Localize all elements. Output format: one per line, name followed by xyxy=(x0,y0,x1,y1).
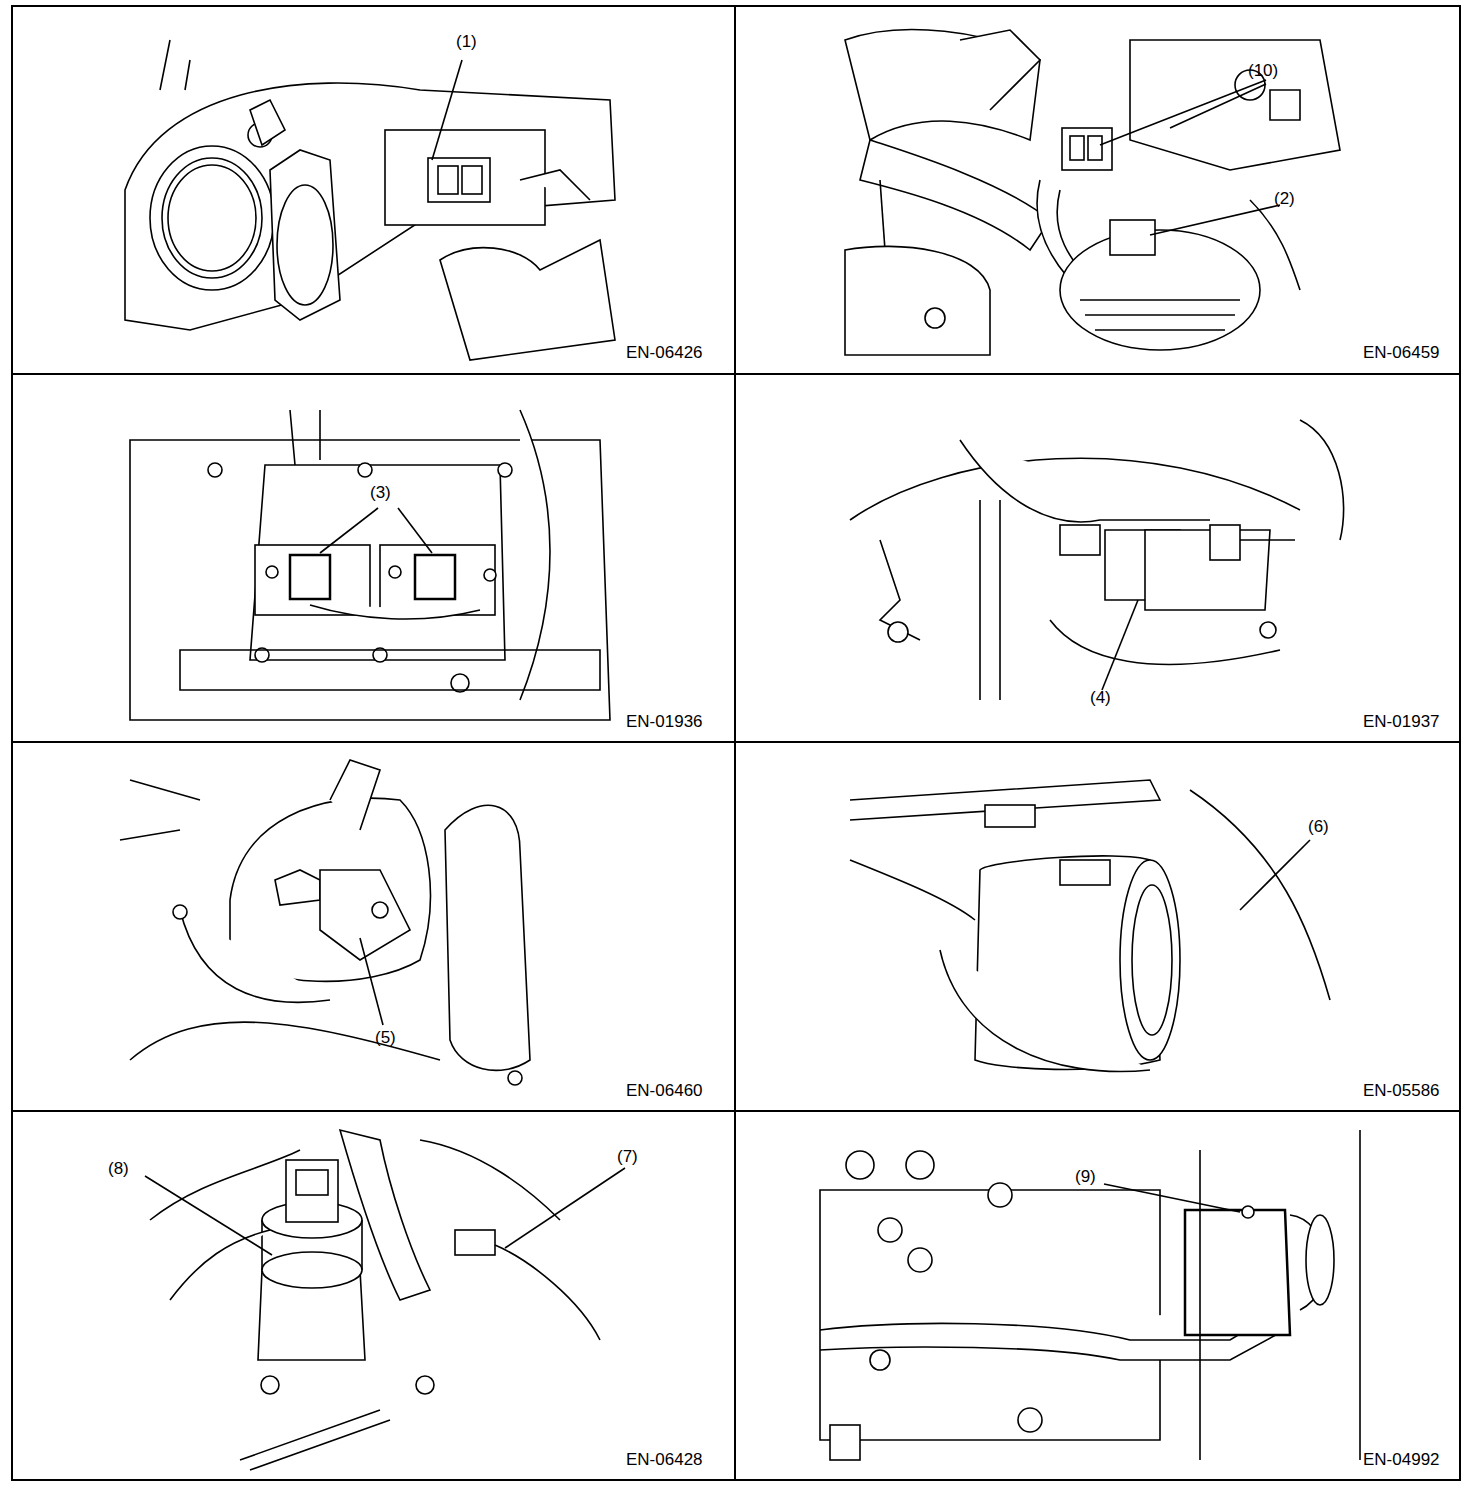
leader-line xyxy=(320,508,378,553)
leader-line xyxy=(1102,600,1138,690)
figure-code: EN-05586 xyxy=(1363,1082,1440,1099)
figure-code: EN-06459 xyxy=(1363,344,1440,361)
leader-line xyxy=(1240,840,1310,910)
callout-number: (2) xyxy=(1274,190,1295,207)
callout-number: (3) xyxy=(370,484,391,501)
figure-code: EN-04992 xyxy=(1363,1451,1440,1468)
coil-plate-sketch xyxy=(130,410,610,720)
leader-line xyxy=(1170,84,1266,128)
callout-number: (10) xyxy=(1248,62,1278,79)
block-sketch xyxy=(820,1130,1360,1460)
figure-code: EN-06460 xyxy=(626,1082,703,1099)
callout-number: (4) xyxy=(1090,689,1111,706)
callout-number: (8) xyxy=(108,1160,129,1177)
callout-number: (1) xyxy=(456,33,477,50)
leader-line xyxy=(360,938,383,1025)
leader-line xyxy=(505,1168,625,1248)
leader-line xyxy=(1100,80,1266,145)
valve-sketch xyxy=(850,420,1344,700)
leader-line xyxy=(432,60,462,160)
figure-code: EN-06428 xyxy=(626,1451,703,1468)
figure-code: EN-01937 xyxy=(1363,713,1440,730)
figure-code: EN-06426 xyxy=(626,344,703,361)
leader-line xyxy=(145,1176,272,1255)
leader-line xyxy=(398,508,432,553)
sensor-sketch xyxy=(150,1130,600,1470)
engine-bay-sketch xyxy=(845,30,1340,355)
callout-number: (6) xyxy=(1308,818,1329,835)
panel-grid xyxy=(12,6,1460,1480)
throttle-body-sketch xyxy=(125,40,615,360)
figure-code: EN-01936 xyxy=(626,713,703,730)
leader-line xyxy=(1150,205,1280,235)
actuator-sketch xyxy=(120,760,530,1085)
leader-line xyxy=(1104,1184,1240,1212)
callout-number: (9) xyxy=(1075,1168,1096,1185)
motor-sketch xyxy=(850,780,1330,1072)
callout-number: (7) xyxy=(617,1148,638,1165)
callout-number: (5) xyxy=(375,1029,396,1046)
